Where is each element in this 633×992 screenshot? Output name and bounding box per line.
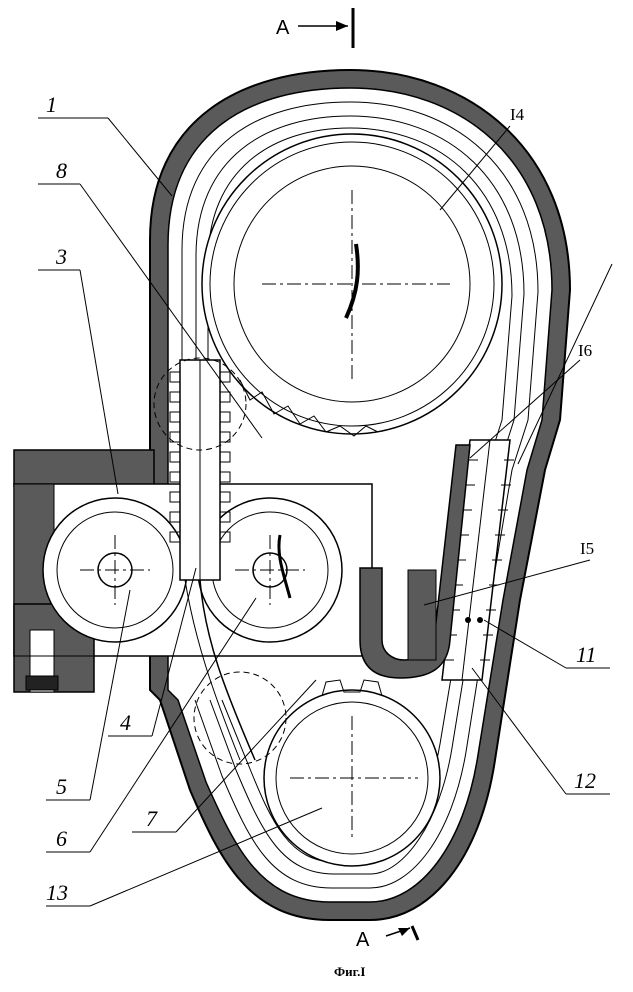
section-mark-bottom-label: A xyxy=(356,929,370,951)
callout-1: 1 xyxy=(46,92,57,117)
callout-7: 7 xyxy=(146,806,158,831)
callout-12: 12 xyxy=(574,768,596,793)
callout-15: I5 xyxy=(580,539,594,558)
section-mark-top: A xyxy=(276,8,353,48)
wheel-14 xyxy=(202,134,502,436)
callout-6: 6 xyxy=(56,826,67,851)
callout-4: 4 xyxy=(120,710,131,735)
gear-5 xyxy=(43,498,187,642)
callout-8: 8 xyxy=(56,158,67,183)
callout-13: 13 xyxy=(46,880,68,905)
callout-14: I4 xyxy=(510,105,525,124)
section-mark-top-label: A xyxy=(276,17,290,39)
callout-11: 11 xyxy=(576,642,596,667)
figure-caption: Фиг.I xyxy=(334,964,365,979)
callout-3: 3 xyxy=(55,244,67,269)
callout-5: 5 xyxy=(56,774,67,799)
section-mark-bottom: A xyxy=(356,926,418,951)
callout-16: I6 xyxy=(578,341,592,360)
